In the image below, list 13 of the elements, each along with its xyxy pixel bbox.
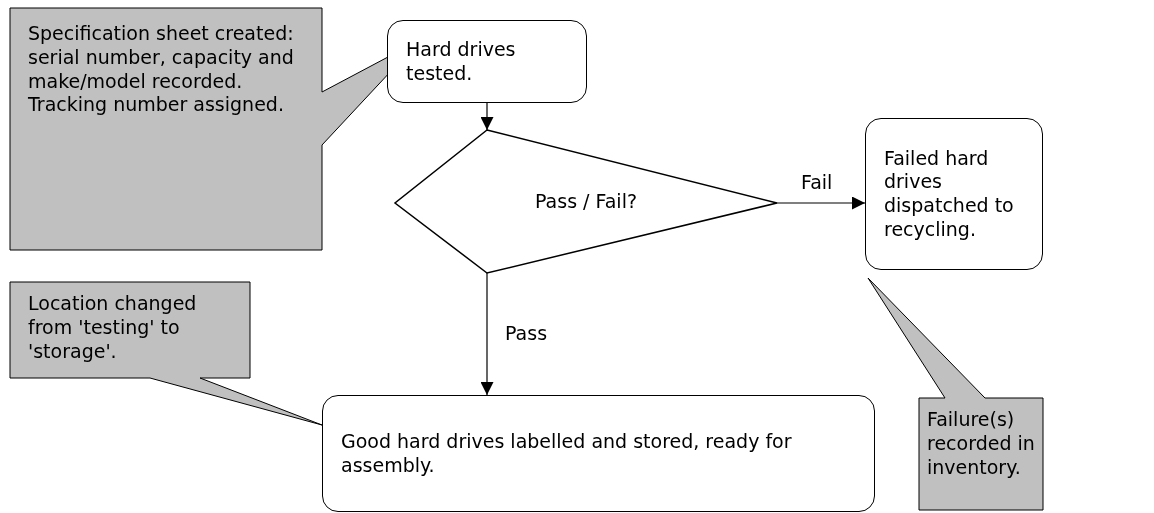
process-text: Good hard drives labelled and stored, ready for assembly. [341,429,793,478]
arrow [776,196,866,210]
process-text: Failed hard drives dispatched to recycling. [884,146,1015,242]
callout-text: Location changed from 'testing' to 'storage'. [28,292,198,364]
process-text: Hard drives tested. [406,37,517,86]
process-box [322,395,875,512]
callout-text: Specification sheet created: serial number, capacity and make/model recorded. Tracking number assigned. [28,22,295,117]
process-box [387,20,587,103]
arrow [480,272,494,396]
arrow [480,102,494,131]
callout-text: Failure(s) recorded in inventory. [927,408,1036,480]
decision-text: Pass / Fail? [535,189,637,214]
process-box [865,118,1043,270]
